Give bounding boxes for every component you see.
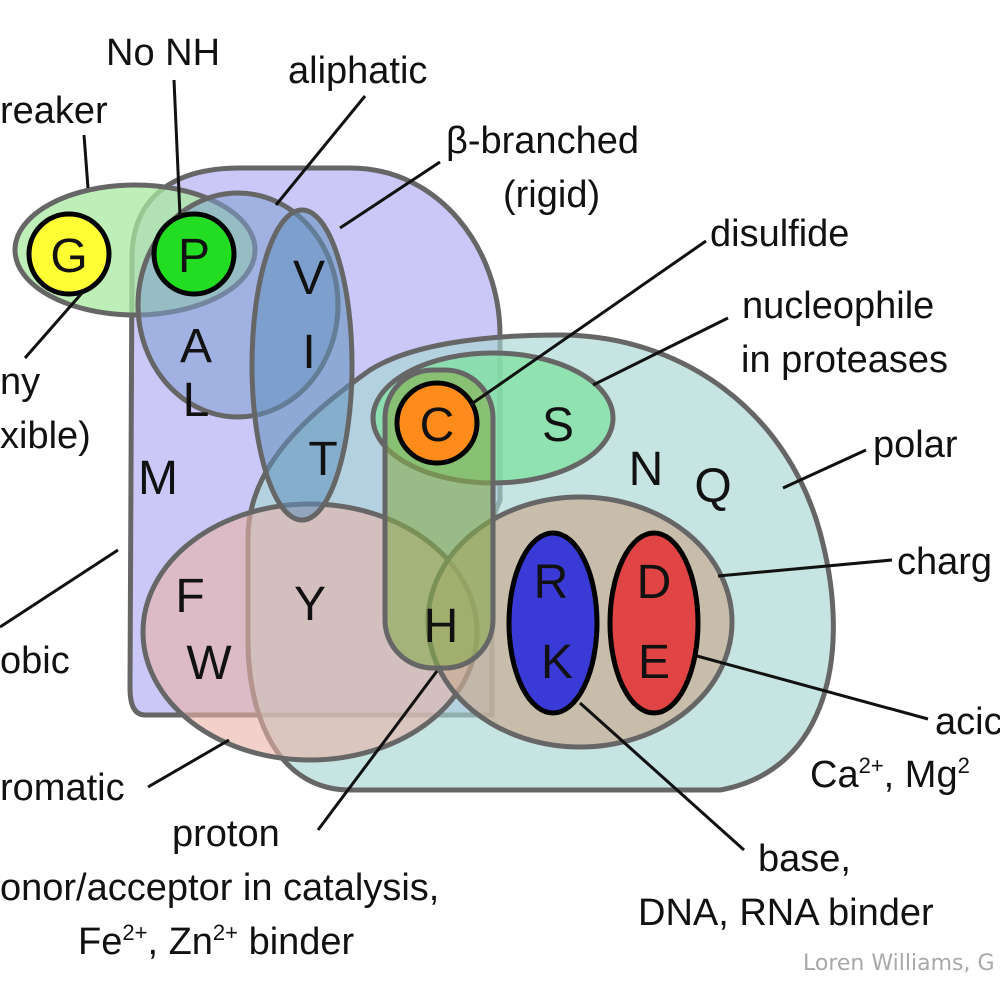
label-nucleophile-2: in proteases bbox=[741, 339, 948, 381]
leader-breaker bbox=[82, 134, 90, 189]
label-acidic-ions: Ca2+, Mg2 bbox=[810, 753, 970, 796]
label-breaker: reaker bbox=[0, 90, 108, 132]
label-hydrophobic: obic bbox=[0, 640, 70, 682]
label-nucleophile-1: nucleophile bbox=[742, 285, 934, 327]
leader-nucleophile bbox=[592, 316, 729, 387]
aa-q: Q bbox=[694, 460, 731, 513]
label-donor-acceptor: onor/acceptor in catalysis, bbox=[0, 867, 439, 909]
aa-g: G bbox=[50, 230, 87, 283]
leader-beta-branched bbox=[339, 160, 441, 230]
leader-proton bbox=[316, 670, 439, 831]
aa-s: S bbox=[542, 399, 574, 452]
leader-charged bbox=[717, 558, 893, 578]
aa-v: V bbox=[293, 252, 325, 305]
aa-h: H bbox=[424, 600, 459, 653]
label-beta-branched-2: (rigid) bbox=[503, 174, 600, 216]
aa-d: D bbox=[637, 556, 672, 609]
leader-hydrophobic bbox=[0, 548, 119, 629]
proline-circle bbox=[151, 211, 237, 297]
leader-no-nh bbox=[172, 79, 182, 217]
leader-polar bbox=[782, 448, 867, 490]
label-proton: proton bbox=[172, 813, 280, 855]
aa-a: A bbox=[180, 320, 212, 373]
amino-acid-letters: G P A L V I T M C S N Q F W Y H R K D E bbox=[50, 230, 731, 690]
aa-e: E bbox=[638, 636, 670, 689]
leader-aromatic bbox=[147, 738, 230, 789]
leader-disulfide bbox=[469, 239, 707, 407]
glycine-circle bbox=[26, 211, 112, 297]
basic-ellipse bbox=[506, 530, 600, 716]
acidic-ellipse bbox=[607, 530, 701, 716]
aa-c: C bbox=[420, 399, 455, 452]
label-charged: charg bbox=[897, 541, 992, 583]
label-base-2: DNA, RNA binder bbox=[638, 892, 934, 934]
author-credit: Loren Williams, G bbox=[803, 951, 995, 976]
label-disulfide: disulfide bbox=[710, 213, 849, 255]
aa-p: P bbox=[178, 230, 210, 283]
beta-branched-region bbox=[249, 207, 355, 523]
aa-t: T bbox=[308, 433, 337, 486]
leader-lines bbox=[0, 79, 929, 852]
aa-r: R bbox=[534, 556, 569, 609]
aa-y: Y bbox=[294, 578, 326, 631]
label-aromatic: romatic bbox=[0, 767, 125, 809]
label-polar: polar bbox=[873, 424, 958, 466]
aa-f: F bbox=[175, 570, 204, 623]
label-base-1: base, bbox=[758, 838, 851, 880]
label-acidic: acic bbox=[935, 701, 1000, 743]
aa-m: M bbox=[138, 452, 178, 505]
aa-l: L bbox=[183, 374, 210, 427]
label-fe-zn-binder: Fe2+, Zn2+ binder bbox=[78, 920, 355, 963]
cysteine-circle bbox=[394, 380, 480, 466]
leader-tiny bbox=[23, 292, 84, 359]
label-tiny-2: xible) bbox=[0, 415, 91, 457]
aa-k: K bbox=[541, 636, 573, 689]
label-beta-branched-1: β-branched bbox=[446, 120, 639, 162]
annotation-labels: No NH reaker aliphatic β-branched (rigid… bbox=[0, 32, 1000, 976]
label-no-nh: No NH bbox=[106, 32, 220, 74]
aa-i: I bbox=[302, 326, 315, 379]
aa-w: W bbox=[186, 637, 232, 690]
label-tiny-1: ny bbox=[0, 361, 40, 403]
label-aliphatic: aliphatic bbox=[288, 50, 427, 92]
leader-acidic bbox=[696, 654, 929, 721]
aa-n: N bbox=[629, 443, 664, 496]
leader-aliphatic bbox=[274, 95, 367, 206]
leader-base bbox=[578, 701, 746, 852]
